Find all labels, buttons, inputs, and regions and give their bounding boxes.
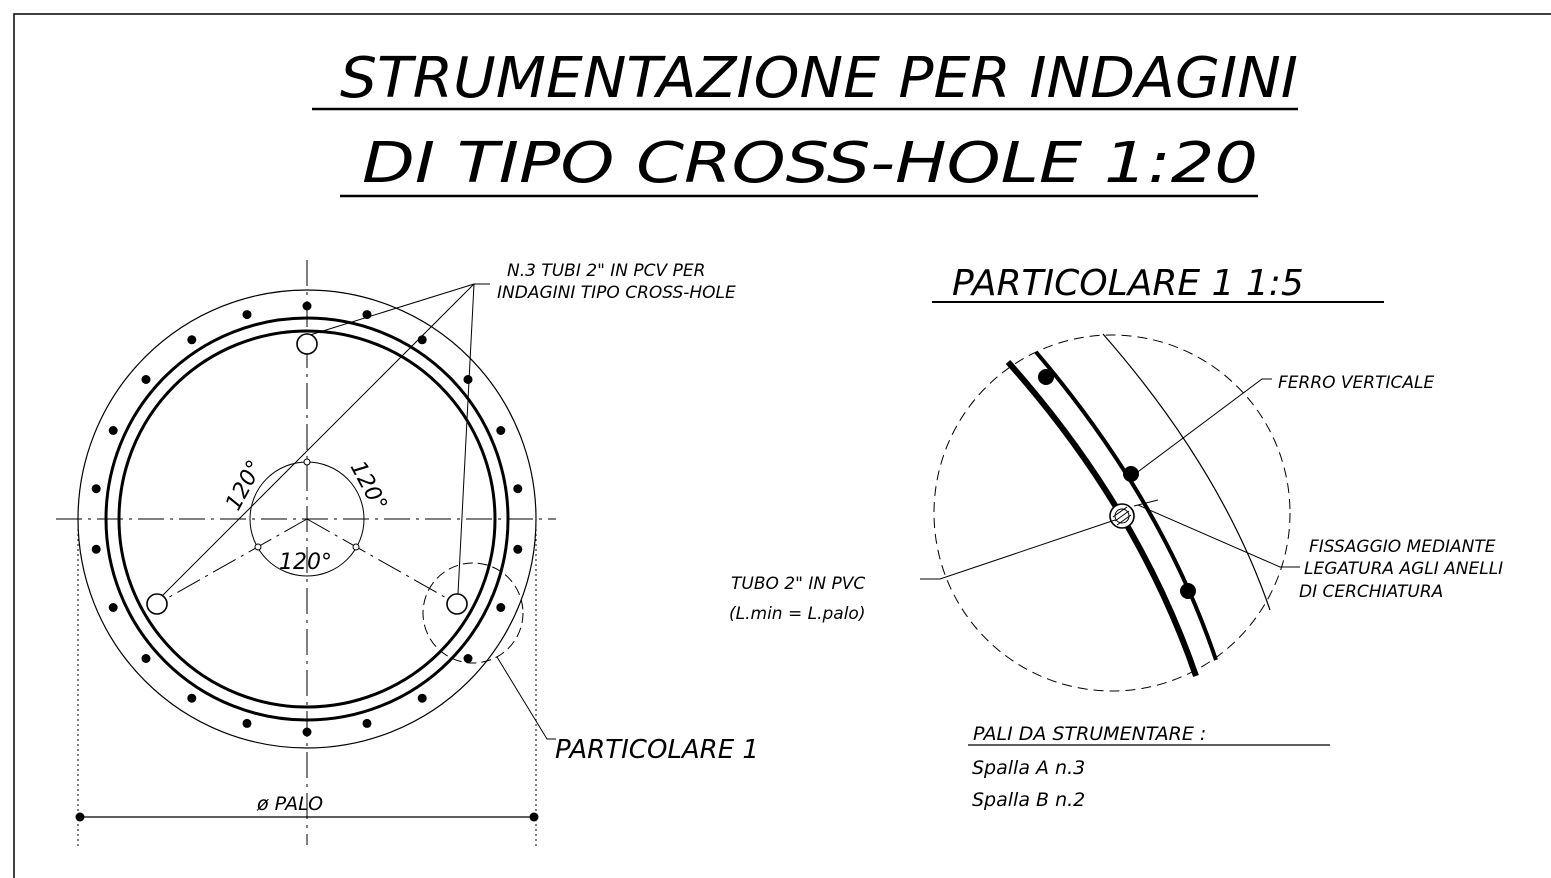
vertical-bar bbox=[513, 484, 523, 494]
notes-block: PALI DA STRUMENTARE : Spalla A n.3 Spall… bbox=[968, 723, 1330, 811]
notes-heading: PALI DA STRUMENTARE : bbox=[973, 723, 1206, 745]
bar-label: FERRO VERTICALE bbox=[1278, 373, 1434, 393]
vertical-bar bbox=[141, 375, 151, 384]
tubes-note-line-2: INDAGINI TIPO CROSS-HOLE bbox=[497, 283, 736, 303]
vertical-bar bbox=[496, 603, 506, 612]
angle-node-top bbox=[303, 458, 311, 466]
vertical-bar bbox=[463, 654, 473, 663]
detail-callout-circle bbox=[422, 562, 524, 664]
notes-row: Spalla A n.3 bbox=[972, 757, 1085, 779]
dim-tick-left bbox=[75, 812, 85, 822]
dim-tick-right bbox=[529, 812, 539, 822]
detail-view: PARTICOLARE 1 1:5 FERRO VERTICALE TUBO 2… bbox=[729, 263, 1503, 692]
vertical-bar bbox=[242, 718, 252, 728]
axis-line-right bbox=[306, 518, 458, 605]
title-line-1: STRUMENTAZIONE PER INDAGINI bbox=[340, 46, 1298, 111]
vertical-bar bbox=[302, 727, 312, 737]
vertical-bars bbox=[91, 301, 523, 737]
angle-label-bottom: 120° bbox=[279, 550, 332, 575]
pile-section: 120° 120° 120° PARTICOLARE 1 N.3 TUBI 2"… bbox=[56, 260, 759, 848]
tubes-leader-2 bbox=[161, 283, 475, 597]
vertical-bar bbox=[417, 693, 427, 703]
tubes-leader-3 bbox=[457, 283, 475, 595]
tube-label-line-2: (L.min = L.palo) bbox=[729, 604, 865, 624]
access-tube-top bbox=[296, 333, 318, 355]
angle-label-right: 120° bbox=[345, 457, 392, 516]
detail-callout-label: PARTICOLARE 1 bbox=[555, 735, 759, 765]
bar-leader bbox=[1134, 378, 1272, 475]
detail-boundary-circle bbox=[933, 334, 1291, 692]
vertical-bar bbox=[108, 426, 118, 435]
detail-tube-hatch-1 bbox=[1114, 510, 1130, 522]
vertical-bar bbox=[513, 544, 523, 554]
tube-label-line-1: TUBO 2" IN PVC bbox=[731, 574, 865, 594]
vertical-bar bbox=[417, 335, 427, 345]
tubes-note-line-1: N.3 TUBI 2" IN PCV PER bbox=[507, 261, 705, 281]
detail-bar-3 bbox=[1180, 583, 1196, 599]
detail-tube-hatch-2 bbox=[1116, 514, 1132, 526]
detail-bar-1 bbox=[1038, 369, 1054, 385]
detail-hoop-inner bbox=[1005, 360, 1199, 677]
vertical-bar bbox=[91, 484, 101, 494]
fixing-leader bbox=[1137, 504, 1300, 568]
access-tube-right bbox=[446, 593, 468, 615]
tubes-leader-1 bbox=[309, 283, 475, 336]
access-tube-left bbox=[146, 593, 168, 615]
vertical-bar bbox=[362, 718, 372, 728]
notes-row: Spalla B n.2 bbox=[972, 789, 1085, 811]
vertical-bar bbox=[496, 426, 506, 435]
vertical-bar bbox=[187, 335, 197, 345]
vertical-bar bbox=[242, 310, 252, 320]
fixing-label-line-3: DI CERCHIATURA bbox=[1299, 582, 1443, 602]
vertical-bar bbox=[302, 301, 312, 311]
detail-callout-leader bbox=[496, 656, 556, 740]
sheet-border bbox=[13, 13, 1551, 878]
vertical-bar bbox=[108, 603, 118, 612]
detail-bar-2 bbox=[1123, 466, 1139, 482]
vertical-bar bbox=[463, 375, 473, 384]
angle-node-right bbox=[352, 543, 360, 551]
title-line-2: DI TIPO CROSS-HOLE 1:20 bbox=[362, 131, 1258, 196]
vertical-bar bbox=[91, 544, 101, 554]
detail-title: PARTICOLARE 1 1:5 bbox=[952, 263, 1304, 304]
fixing-label-line-1: FISSAGGIO MEDIANTE bbox=[1309, 537, 1496, 557]
axis-line-left bbox=[156, 518, 308, 605]
angle-node-left bbox=[254, 543, 262, 551]
fixing-label-line-2: LEGATURA AGLI ANELLI bbox=[1304, 559, 1503, 579]
vertical-bar bbox=[187, 693, 197, 703]
vertical-bar bbox=[141, 654, 151, 663]
diameter-label: ø PALO bbox=[256, 793, 323, 815]
detail-pile-edge bbox=[1102, 333, 1271, 611]
detail-tube-hatch-3 bbox=[1112, 506, 1128, 518]
tube-leader bbox=[920, 519, 1116, 580]
